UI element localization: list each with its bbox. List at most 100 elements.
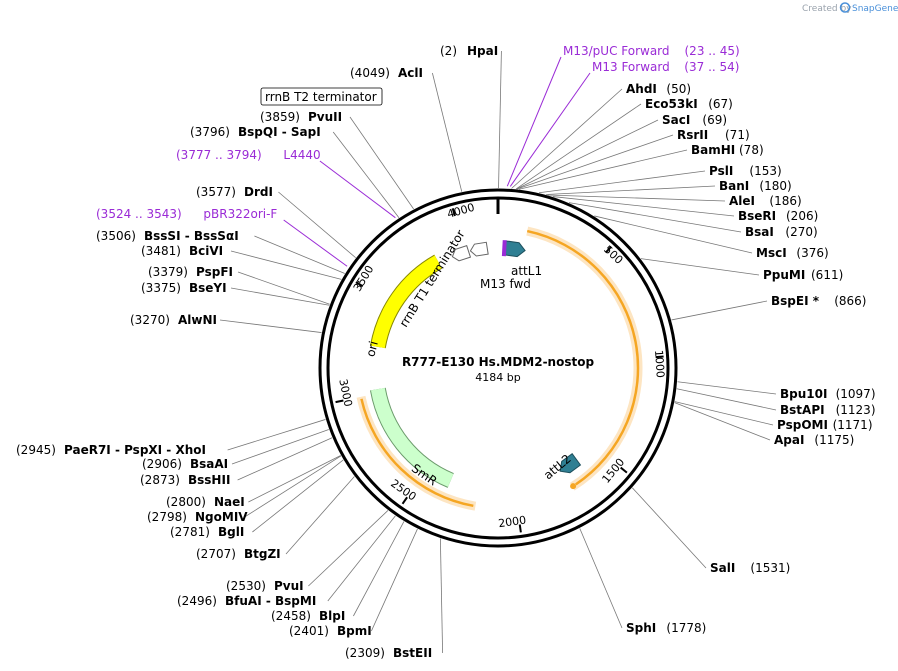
site-position: (1123) [836, 403, 876, 417]
site-enzyme: RsrII [677, 128, 708, 142]
leader-line [230, 287, 330, 306]
site-enzyme: BfuAI - BspMI [225, 594, 316, 608]
site-drdi[interactable]: (3577) DrdI [196, 185, 273, 199]
site-position: (2945) [16, 443, 56, 457]
primer-range: (23 .. 45) [685, 44, 740, 58]
site-pvuii[interactable]: (3859)PvuII [260, 110, 342, 124]
primer-pbr322ori-f[interactable]: (3524 .. 3543)pBR322ori-F [96, 207, 277, 221]
leader-line [579, 528, 623, 629]
site-position: (1175) [814, 433, 854, 447]
site-enzyme: DrdI [244, 185, 273, 199]
site-bsteii[interactable]: (2309) BstEII [345, 646, 432, 660]
site-alwni[interactable]: (3270)AlwNI [130, 313, 217, 327]
site-position: (78) [739, 143, 764, 157]
attl1-label: attL1 [511, 264, 542, 278]
site-bpu10i[interactable]: (1097)Bpu10I [780, 387, 876, 401]
site-bsai[interactable]: (270)BsaI [745, 225, 818, 239]
site-alei[interactable]: (186)AleI [729, 194, 802, 208]
site-bani[interactable]: (180)BanI [719, 179, 792, 193]
primer-range: (3777 .. 3794) [176, 148, 262, 162]
site-bcivi[interactable]: (3481)BciVI [141, 244, 223, 258]
leader-line [349, 116, 414, 210]
site-position: (2707) [196, 547, 236, 561]
site-enzyme: BsaAI [190, 457, 228, 471]
site-position: (611) [811, 268, 843, 282]
site-psli[interactable]: (153)PslI [709, 164, 782, 178]
site-paer7i-pspxi-xhoi[interactable]: (2945)PaeR7I - PspXI - XhoI [16, 443, 206, 457]
site-position: (2800) [166, 495, 206, 509]
leader-line [353, 521, 405, 617]
site-bsshii[interactable]: (2873)BssHII [140, 473, 230, 487]
site-enzyme: AhdI [626, 82, 657, 96]
tick-mark [620, 466, 628, 474]
leader-line [674, 401, 774, 426]
site-position: (3577) [196, 185, 236, 199]
site-apai[interactable]: (1175)ApaI [774, 433, 854, 447]
site-bspqi-sapi[interactable]: (3796)BspQI - SapI [190, 125, 321, 139]
site-bamhi[interactable]: (78) BamHI [691, 143, 764, 157]
site-bfuai-bspmi[interactable]: (2496) BfuAI - BspMI [177, 594, 316, 608]
orf-arc [526, 229, 640, 486]
site-enzyme: BanI [719, 179, 749, 193]
leader-line [237, 271, 330, 305]
site-position: (1531) [750, 561, 790, 575]
site-naei[interactable]: (2800)NaeI [166, 495, 245, 509]
site-hpai[interactable]: (2)HpaI [440, 44, 498, 58]
site-bsssi-bsss-i[interactable]: (3506)BssSI - BssSαI [96, 229, 239, 243]
leader-line [308, 510, 389, 587]
site-blpi[interactable]: (2458)BlpI [271, 609, 345, 623]
primer-name: pBR322ori-F [203, 207, 277, 221]
leader-line [219, 319, 322, 333]
site-bspei-[interactable]: (866)BspEI * [771, 294, 866, 308]
site-position: (270) [785, 225, 817, 239]
site-msci[interactable]: (376)MscI [756, 246, 829, 260]
site-bstapi[interactable]: (1123)BstAPI [780, 403, 876, 417]
tick-mark [451, 208, 456, 217]
leader-line [248, 455, 341, 503]
site-position: (2) [440, 44, 457, 58]
site-bpmi[interactable]: (2401)BpmI [289, 624, 372, 638]
site-sali[interactable]: (1531)SalI [710, 561, 790, 575]
site-enzyme: PvuI [274, 579, 304, 593]
site-ngomiv[interactable]: (2798)NgoMIV [147, 510, 248, 524]
smr-feature [370, 387, 454, 487]
site-enzyme: BstEII [393, 646, 432, 660]
primer-m13-puc-forward[interactable]: M13/pUC Forward(23 .. 45) [563, 44, 740, 58]
site-position: (2496) [177, 594, 217, 608]
site-enzyme: BamHI [691, 143, 735, 157]
site-pspomi[interactable]: (1171)PspOMI [777, 418, 873, 432]
site-ahdi[interactable]: (50)AhdI [626, 82, 691, 96]
tick-label: 1000 [652, 350, 667, 379]
site-bseri[interactable]: (206)BseRI [738, 209, 818, 223]
site-btgzi[interactable]: (2707)BtgZI [196, 547, 281, 561]
attl1-feature [503, 240, 526, 258]
site-bsaai[interactable]: (2906)BsaAI [142, 457, 228, 471]
site-eco53ki[interactable]: (67)Eco53kI [645, 97, 733, 111]
site-position: (3859) [260, 110, 300, 124]
primer-m13-forward[interactable]: M13 Forward(37 .. 54) [592, 60, 739, 74]
primer-l4440[interactable]: (3777 .. 3794)L4440 [176, 148, 321, 162]
site-rsrii[interactable]: (71)RsrII [677, 128, 750, 142]
site-pspfi[interactable]: (3379)PspFI [148, 265, 233, 279]
site-position: (69) [702, 113, 727, 127]
leader-line [552, 196, 735, 217]
site-position: (1171) [833, 418, 873, 432]
m13-fwd-feature [501, 240, 507, 257]
site-position: (2309) [345, 646, 385, 660]
leader-line [230, 250, 342, 280]
tick-mark [355, 281, 364, 288]
primer-leader [506, 56, 562, 187]
site-pvui[interactable]: (2530)PvuI [226, 579, 304, 593]
site-bseyi[interactable]: (3375)BseYI [141, 281, 227, 295]
site-ppumi[interactable]: (611)PpuMI [763, 268, 843, 282]
site-acli[interactable]: (4049)AclI [350, 66, 423, 80]
rrnb-t1-feature [469, 241, 489, 257]
site-sphi[interactable]: (1778)SphI [626, 621, 706, 635]
primer-name: M13 Forward [592, 60, 670, 74]
site-saci[interactable]: (69)SacI [662, 113, 727, 127]
site-position: (206) [786, 209, 818, 223]
site-bgli[interactable]: (2781)BglI [170, 525, 244, 539]
leader-line [676, 388, 777, 411]
site-enzyme: Bpu10I [780, 387, 827, 401]
site-enzyme: BseYI [189, 281, 227, 295]
